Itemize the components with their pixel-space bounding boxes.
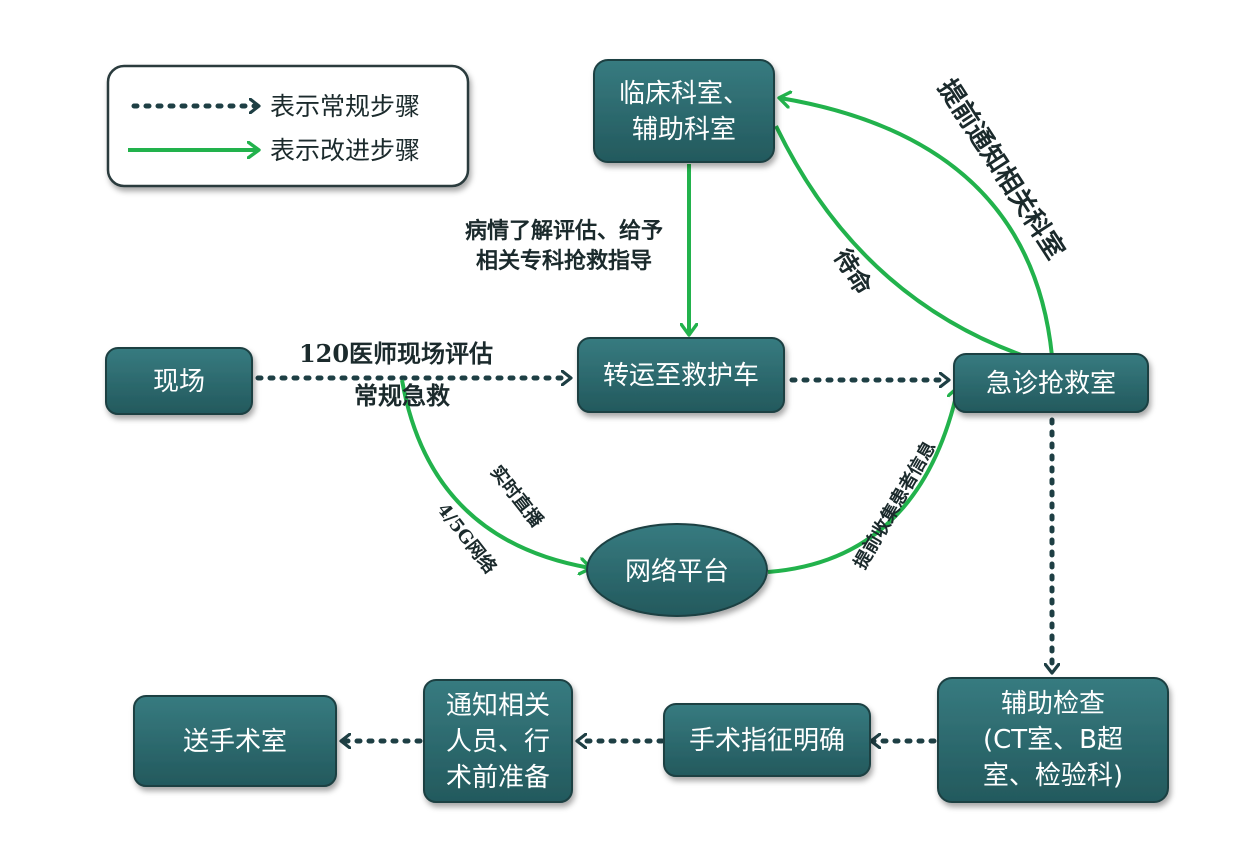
- live-stream-label: 实时直播: [486, 461, 548, 532]
- collect-info-label: 提前收集患者信息: [849, 437, 940, 573]
- aux-exam-line3: 室、检验科): [983, 761, 1123, 791]
- legend: 表示常规步骤 表示改进步骤: [106, 64, 470, 188]
- aux-exam-line2: (CT室、B超: [983, 725, 1123, 755]
- notify-staff-line1: 通知相关: [446, 691, 550, 721]
- network-platform-label: 网络平台: [625, 557, 729, 587]
- assessment-guidance-line1: 病情了解评估、给予: [465, 218, 663, 244]
- notify-dept-label: 提前通知相关科室: [931, 74, 1070, 265]
- routine-aid-label: 常规急救: [354, 381, 450, 410]
- notify-staff-line2: 人员、行: [446, 727, 550, 757]
- node-scene: 现场: [105, 347, 253, 415]
- scene-label: 现场: [153, 367, 205, 397]
- legend-frame: [106, 64, 470, 188]
- legend-regular-label: 表示常规步骤: [270, 92, 420, 121]
- node-notify-staff: 通知相关 人员、行 术前准备: [423, 679, 573, 803]
- legend-improved-label: 表示改进步骤: [270, 136, 420, 165]
- node-er: 急诊抢救室: [953, 353, 1149, 413]
- clinical-dept-line2: 辅助科室: [632, 115, 736, 145]
- on-site-eval-label: 120医师现场评估: [299, 339, 493, 368]
- improved-connectors: [400, 98, 1054, 574]
- node-ambulance: 转运至救护车: [577, 337, 785, 413]
- node-surgery-indication: 手术指征明确: [663, 703, 871, 777]
- arrow-scene-to-network: [400, 379, 590, 568]
- arrow-network-to-er: [767, 388, 958, 574]
- node-network-platform: 网络平台: [586, 523, 768, 617]
- surgery-indication-label: 手术指征明确: [689, 726, 845, 756]
- assessment-guidance-line2: 相关专科抢救指导: [476, 248, 652, 274]
- clinical-dept-line1: 临床科室、: [619, 79, 749, 109]
- aux-exam-line1: 辅助检查: [1001, 689, 1105, 719]
- node-operating-room: 送手术室: [133, 695, 337, 787]
- node-aux-exam: 辅助检查 (CT室、B超 室、检验科): [937, 677, 1169, 803]
- notify-staff-line3: 术前准备: [446, 763, 550, 793]
- arrow-er-to-clinical: [780, 98, 1054, 357]
- arrow-clinical-to-er-standby: [774, 125, 1031, 360]
- ambulance-label: 转运至救护车: [603, 361, 759, 391]
- standby-label: 待命: [828, 243, 879, 300]
- operating-room-label: 送手术室: [183, 727, 287, 757]
- er-label: 急诊抢救室: [986, 369, 1116, 399]
- node-clinical-dept: 临床科室、 辅助科室: [593, 59, 775, 163]
- regular-connectors: [255, 378, 1052, 741]
